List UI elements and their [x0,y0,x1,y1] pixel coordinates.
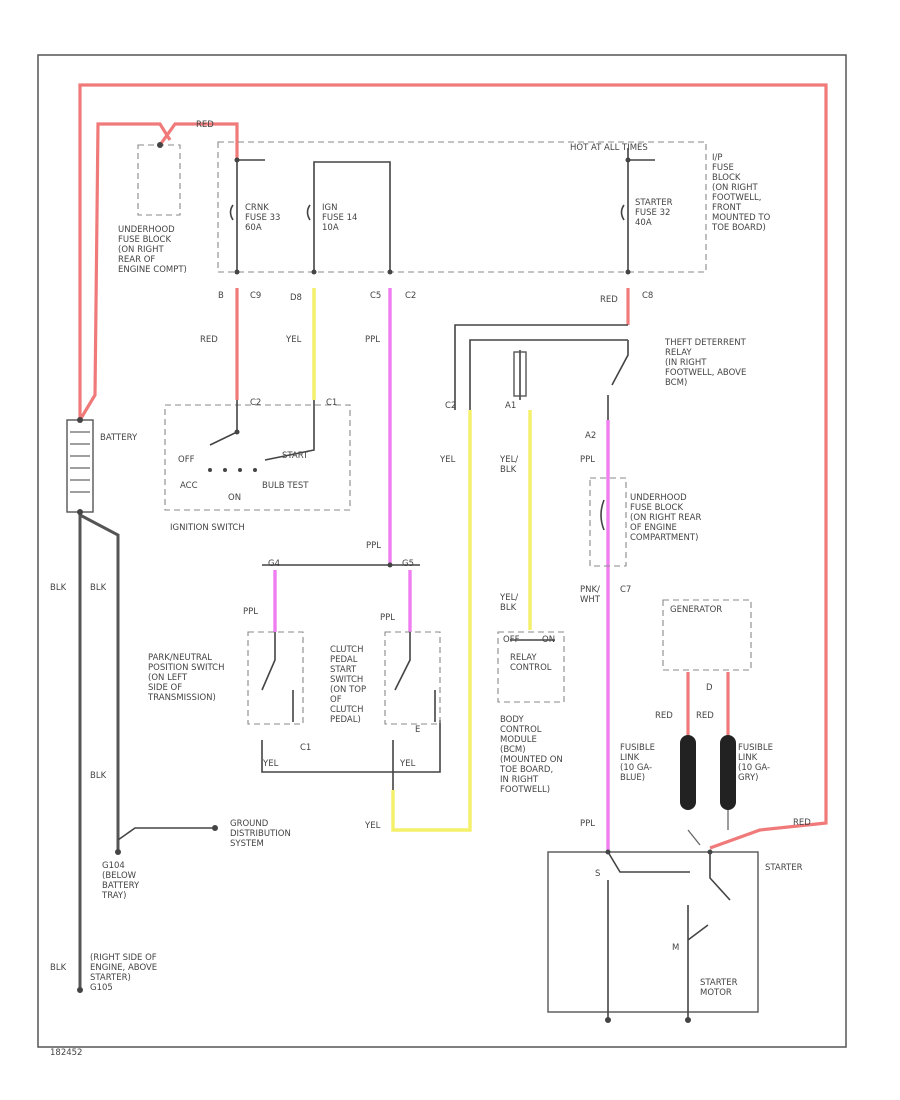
ground-dist-wire [117,827,215,841]
label-conn-c2-3: C2 [445,401,456,411]
label-blk-1: BLK [50,583,67,593]
label-blk-3: BLK [90,771,107,781]
label-battery: BATTERY [100,433,138,443]
label-conn-a2: A2 [585,431,596,441]
wire-yel-c2-to-clutch [391,410,472,832]
label-yel-blk-2: YEL/BLK [499,593,518,613]
wire-red-battery-to-starter [78,83,828,850]
label-starter: STARTER [765,863,803,873]
theft-relay-wiring [454,324,629,420]
label-conn-d8: D8 [290,293,302,303]
label-red-2: RED [600,295,618,305]
label-yel-4: YEL [399,759,416,769]
label-ppl-5: PPL [380,613,395,623]
label-generator: GENERATOR [670,605,722,615]
underhood-fuse-mid-outline [589,477,627,567]
wire-red-battery-to-underhood [78,122,172,421]
clutch-outline [384,631,441,725]
label-conn-b1: B [218,291,224,301]
label-ppl-3: PPL [366,541,381,551]
label-off: OFF [503,635,520,645]
label-yel-blk-1: YEL/BLK [499,455,518,475]
fusible-link-1 [680,735,696,810]
wire-blk-battery-g104 [79,513,120,850]
label-conn-m: M [672,943,679,953]
label-conn-d: D [706,683,713,693]
label-red-5: RED [655,711,673,721]
battery-symbol [66,419,94,513]
label-ppl-4: PPL [243,607,258,617]
diagram-frame [37,54,847,1048]
label-ign-bulb-test: BULB TEST [262,481,309,491]
generator-outline [662,599,752,671]
label-ppl-2: PPL [580,455,595,465]
label-pnk-wht: PNK/WHT [580,585,601,605]
label-conn-c2-1: C2 [405,291,416,301]
figure-number: 182452 [50,1048,82,1058]
label-ignition-switch: IGNITION SWITCH [170,523,245,533]
fusible-link-2 [720,735,736,810]
label-hot-at-all-times: HOT AT ALL TIMES [570,143,648,153]
label-conn-c5: C5 [370,291,381,301]
label-conn-s: S [595,869,600,879]
fuse-block-internal [236,148,655,272]
label-ign-acc: ACC [180,481,198,491]
label-blk-4: BLK [50,963,67,973]
pns-outline [247,631,304,725]
label-conn-g5: G5 [402,559,414,569]
wire-fusible-to-starter [687,810,729,846]
underhood-fuse-top-outline [137,144,181,216]
ip-fuse-block-outline [217,141,707,273]
ignition-switch-outline [164,404,351,511]
label-ign-start: START [282,451,309,461]
label-conn-c1-1: C1 [326,398,337,408]
label-conn-c2-2: C2 [250,398,261,408]
label-ppl-1: PPL [365,335,380,345]
label-blk-2: BLK [90,583,107,593]
wire-red-underhood-to-fuse-block [158,122,239,160]
starter-outline [547,851,759,1013]
label-on: ON [542,635,555,645]
label-conn-c7: C7 [620,585,631,595]
label-red-1: RED [200,335,218,345]
label-conn-g4: G4 [268,559,280,569]
label-yel-2: YEL [439,455,456,465]
label-conn-c9: C9 [250,291,261,301]
label-yel-1: YEL [285,335,302,345]
bcm-outline [497,631,565,703]
label-conn-c8: C8 [642,291,653,301]
label-conn-a1: A1 [505,401,516,411]
label-red-6: RED [696,711,714,721]
label-yel-3: YEL [262,759,279,769]
label-ign-off: OFF [178,455,195,465]
label-conn-c1-2: C1 [300,743,311,753]
label-conn-e: E [415,725,420,735]
label-ppl-6: PPL [580,819,595,829]
fuse-symbols [229,204,625,221]
label-red-3: RED [196,120,214,130]
label-red-4: RED [793,818,811,828]
label-ign-on: ON [228,493,241,503]
label-yel-5: YEL [364,821,381,831]
relay-coil [513,351,527,397]
